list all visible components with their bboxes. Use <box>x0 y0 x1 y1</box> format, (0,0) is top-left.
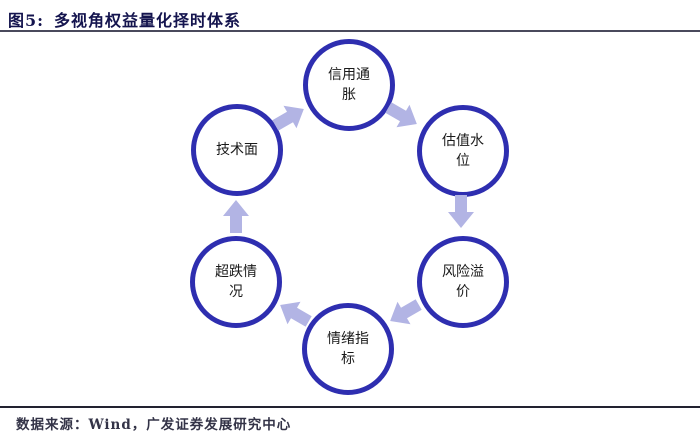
node-label-line: 技术面 <box>216 141 258 158</box>
node-label-line: 估值水 <box>442 132 484 149</box>
flow-arrow-icon <box>280 301 312 327</box>
node-label-line: 标 <box>341 351 355 367</box>
node-label-line: 胀 <box>342 87 356 103</box>
node-label-line: 位 <box>456 153 470 169</box>
source-line: 数据来源：Wind，广发证券发展研究中心 <box>16 417 292 433</box>
flow-arrow-icon <box>390 299 422 325</box>
node-oversold-condition: 超跌情 况 <box>190 236 282 328</box>
node-label-line: 况 <box>229 284 243 300</box>
cycle-diagram: 信用通 胀 估值水 位 技术面 风险溢 价 超跌情 况 情绪指 标 <box>0 32 700 404</box>
node-label-line: 情绪指 <box>327 330 369 347</box>
node-label-line: 信用通 <box>328 66 370 83</box>
node-label-line: 风险溢 <box>442 263 484 280</box>
flow-arrow-icon <box>272 105 304 131</box>
node-valuation-level: 估值水 位 <box>417 105 509 197</box>
flow-arrow-icon <box>385 102 417 128</box>
node-label-line: 超跌情 <box>215 263 257 280</box>
node-risk-premium: 风险溢 价 <box>417 236 509 328</box>
footer-rule <box>0 406 700 408</box>
figure-label: 图5: <box>8 11 45 30</box>
node-label-line: 价 <box>456 284 470 300</box>
figure-title: 多视角权益量化择时体系 <box>54 11 242 30</box>
header-rule <box>0 30 700 32</box>
node-technical: 技术面 <box>191 104 283 196</box>
figure-header: 图5: 多视角权益量化择时体系 <box>8 7 241 31</box>
node-sentiment-indicator: 情绪指 标 <box>302 303 394 395</box>
flow-arrow-icon <box>448 195 474 228</box>
flow-arrow-icon <box>223 200 249 233</box>
node-credit-inflation: 信用通 胀 <box>303 39 395 131</box>
